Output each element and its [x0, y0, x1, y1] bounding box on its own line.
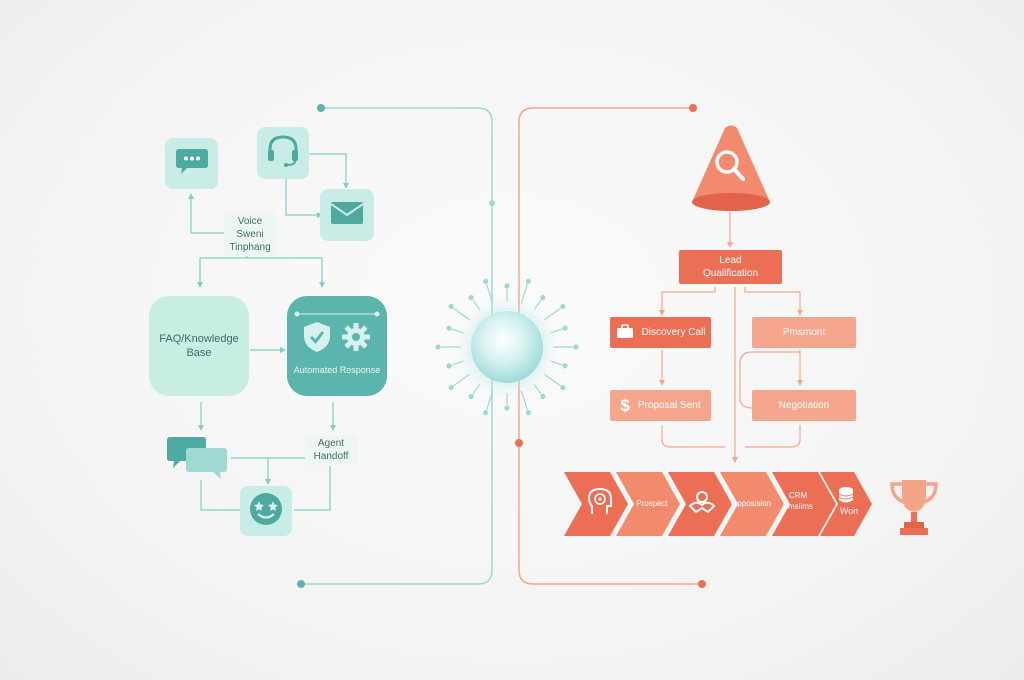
hub-ray-dot — [560, 384, 566, 391]
central-hub-orb — [471, 311, 543, 383]
dollar-icon: $ — [620, 395, 630, 415]
coins-icon — [838, 486, 854, 509]
gear-icon — [341, 322, 371, 354]
chat-bubbles-icon — [167, 434, 229, 485]
stage-chevron-1 — [564, 472, 628, 536]
smiley-icon — [248, 491, 284, 532]
discovery-call-node: Discovery Call — [610, 317, 711, 348]
stage-chevron-4 — [720, 472, 784, 536]
agent-handoff-label: Agent Handoff — [305, 435, 357, 465]
hub-ray-dot — [483, 410, 489, 416]
shield-check-icon — [303, 321, 331, 355]
hub-ray — [453, 307, 471, 321]
automated-response-label: Automated Response — [293, 365, 381, 375]
lead-qualification-node: Lead Qualification — [679, 250, 782, 284]
hub-ray-dot — [504, 405, 510, 411]
hub-ray-dot — [468, 295, 474, 301]
hub-ray — [451, 328, 464, 334]
hub-ray-dot — [483, 278, 489, 284]
hub-ray — [472, 299, 481, 311]
hub-ray — [543, 307, 561, 321]
negotiation-node: Negotiation — [752, 390, 856, 421]
hub-ray-dot — [525, 278, 531, 284]
hub-ray-dot — [525, 410, 531, 416]
hub-ray — [453, 373, 471, 387]
hub-ray-dot — [504, 283, 510, 289]
hub-ray-dot — [448, 384, 454, 391]
stage-chevron-2 — [616, 472, 680, 536]
hub-ray-dot — [448, 303, 454, 310]
hub-ray — [520, 390, 528, 410]
proposal-sent-node: $ Proposal Sent — [610, 390, 711, 421]
briefcase-icon — [616, 323, 634, 342]
mail-tile — [320, 189, 374, 241]
hub-ray-dot — [560, 303, 566, 310]
smiley-tile — [240, 486, 292, 536]
chat-icon — [175, 146, 209, 181]
target-head-icon — [587, 487, 612, 521]
hub-ray — [533, 383, 542, 395]
hub-ray-dot — [573, 344, 579, 350]
automated-response-node: Automated Response — [287, 296, 387, 396]
hub-ray — [533, 299, 542, 311]
headset-icon — [265, 134, 301, 173]
search-cone-icon — [690, 124, 772, 219]
hub-ray-dot — [468, 393, 474, 399]
channels-label: Voice Sweni Tinphang — [224, 213, 276, 256]
stage-label-crm: CRM Fmsiims — [783, 491, 813, 511]
hub-ray — [550, 328, 563, 334]
right-top-node: Pmsmont — [752, 317, 856, 348]
stage-chevron-5 — [772, 472, 836, 536]
hub-ray — [451, 360, 464, 366]
headset-tile — [257, 127, 309, 179]
hub-ray — [520, 284, 528, 304]
hub-ray-dot — [446, 325, 452, 331]
mail-icon — [330, 200, 364, 231]
trophy-icon — [888, 476, 940, 543]
hub-ray-dot — [562, 363, 568, 369]
hub-ray — [472, 383, 481, 395]
hub-ray-dot — [540, 393, 546, 399]
chat-tile — [165, 138, 218, 189]
hub-ray-dot — [562, 325, 568, 331]
stage-label-prospect: Prospect — [636, 499, 668, 508]
stage-label-won: Won — [839, 506, 859, 516]
hub-ray-dot — [540, 295, 546, 301]
hub-ray-dot — [446, 363, 452, 369]
hub-ray — [486, 390, 494, 410]
hub-ray-dot — [435, 344, 441, 350]
hub-ray — [486, 284, 494, 304]
hub-ray — [543, 373, 561, 387]
stage-label-opposision: Opposision — [730, 499, 772, 508]
hub-ray — [550, 360, 563, 366]
handshake-icon — [688, 490, 716, 519]
stage-chevron-6 — [820, 472, 872, 536]
